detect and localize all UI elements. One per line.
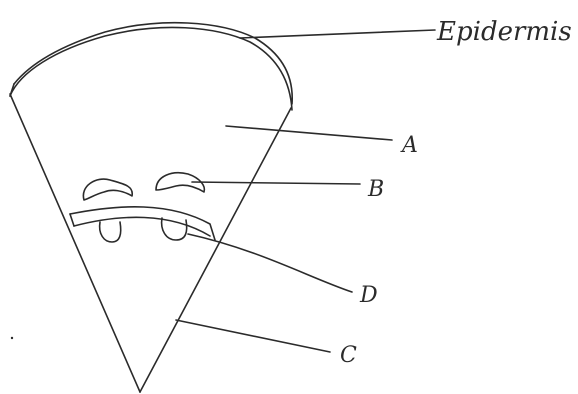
cambium-band <box>69 206 216 241</box>
leader-line-c <box>175 319 331 353</box>
label-c: C <box>340 343 357 368</box>
leader-line-epidermis <box>239 29 436 39</box>
label-b: B <box>367 177 384 202</box>
vascular-bundle-right <box>155 172 206 241</box>
leader-line-b <box>191 181 361 185</box>
leader-line-d <box>187 233 353 293</box>
label-a: A <box>400 133 418 158</box>
leader-lines <box>175 29 436 353</box>
leader-line-a <box>225 125 393 141</box>
epidermis-layer <box>9 21 293 111</box>
vascular-bundle-left <box>82 178 134 243</box>
stray-mark <box>10 336 14 340</box>
label-epidermis: Epidermis <box>436 17 572 47</box>
label-d: D <box>359 283 378 308</box>
sector-outline <box>9 93 292 393</box>
